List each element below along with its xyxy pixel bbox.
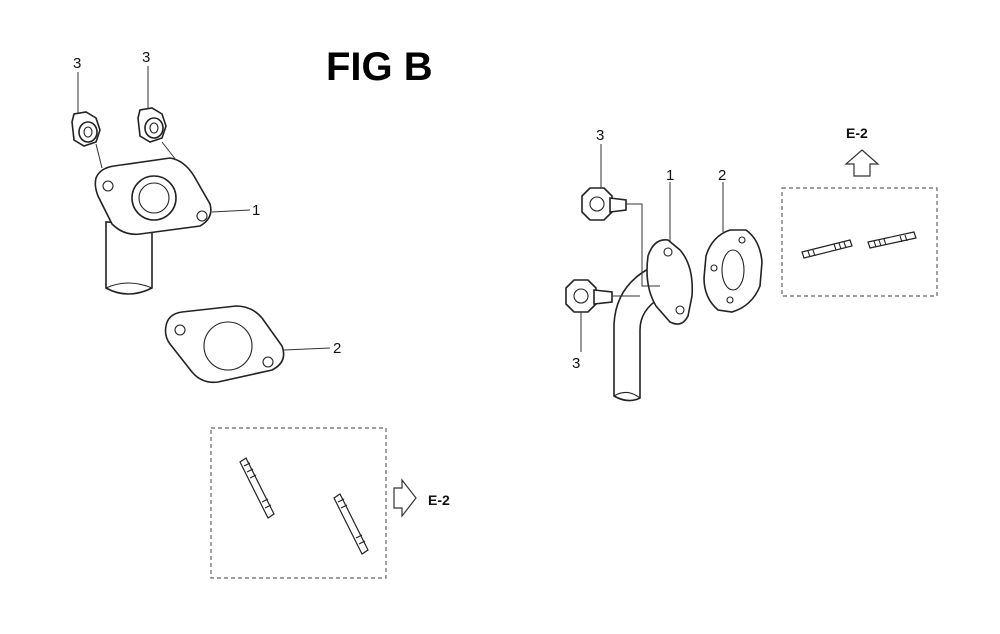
right-stud-a (801, 239, 853, 259)
left-assembly: 3 3 1 2 E-2 (71, 49, 450, 579)
left-stud-a (239, 457, 275, 519)
right-reference-label: E-2 (846, 125, 868, 141)
right-stud-box (781, 187, 938, 297)
right-callout-bolt-top: 3 (596, 127, 604, 144)
right-callout-pipe: 1 (666, 167, 674, 184)
left-bolt-b (137, 107, 167, 143)
left-pipe (94, 157, 212, 295)
left-callout-pipe: 1 (252, 202, 260, 219)
figure-title: FIG B (326, 45, 433, 89)
right-bolt-bottom (565, 279, 613, 313)
left-callout-gasket: 2 (333, 340, 341, 357)
left-callout-bolt-b: 3 (142, 49, 150, 66)
right-gasket (703, 229, 763, 313)
right-stud-b (867, 231, 917, 249)
right-pipe (613, 239, 694, 402)
right-callout-bolt-bottom: 3 (572, 355, 580, 372)
left-stud-b (333, 493, 369, 555)
right-bolt-top (581, 187, 627, 221)
left-callout-bolt-a: 3 (73, 55, 81, 72)
left-stud-box (210, 427, 387, 579)
right-assembly: 3 1 2 3 E-2 (565, 125, 938, 402)
right-reference-arrow-icon (844, 149, 880, 177)
left-gasket (164, 305, 285, 384)
left-reference-label: E-2 (428, 492, 450, 508)
right-callout-gasket: 2 (718, 167, 726, 184)
left-bolt-a (71, 111, 101, 147)
left-reference-arrow-icon (393, 478, 417, 518)
